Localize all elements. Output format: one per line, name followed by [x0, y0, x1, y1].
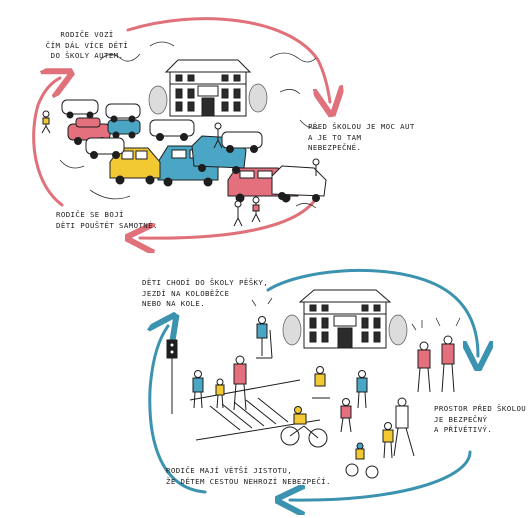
top-arrow-left [32, 78, 62, 207]
kid-bicycle-small [345, 442, 379, 479]
top-school-building [164, 59, 252, 117]
child-yellow [215, 378, 225, 409]
car-white-5 [271, 165, 327, 202]
car-white-3 [149, 119, 195, 141]
top-motion-lines [59, 41, 319, 209]
bottom-arrow-left [150, 326, 207, 494]
person-bottom-2 [251, 196, 261, 223]
teen-right-2 [441, 335, 455, 393]
adult-walking [393, 397, 415, 457]
traffic-light [166, 339, 178, 414]
child-blue-hood [192, 370, 204, 409]
car-white-4 [85, 137, 125, 159]
bottom-sparkle-lines [251, 297, 461, 331]
bottom-caption-parents-confident: Rodiče mají větší jistotu, že dětem cest… [166, 466, 331, 486]
child-left [41, 110, 51, 134]
kid-scooter-yellow [312, 366, 330, 399]
top-trees [148, 83, 268, 115]
bottom-trees [282, 314, 408, 346]
top-cars-traffic [61, 99, 327, 203]
cyclist [280, 406, 328, 448]
scooter-rider [256, 316, 273, 359]
car-white-2 [105, 103, 141, 123]
top-pedestrians [41, 110, 320, 227]
bottom-caption-space-safe: Prostor před školou je bezpečný a přívět… [434, 404, 527, 434]
adult-pink-coat [233, 355, 247, 411]
bottom-arrow-upper [266, 268, 478, 356]
child-yellow-backpack [382, 422, 394, 459]
child-waving [340, 398, 352, 433]
bottom-caption-children-walk: Děti chodí do školy pěšky, jezdí na kolo… [142, 278, 269, 308]
bottom-arrow-lower [290, 450, 472, 500]
bottom-pedestrians [192, 316, 455, 479]
person-right [312, 158, 320, 176]
bottom-cycle-arrows [150, 268, 478, 500]
car-pink-left [67, 117, 111, 145]
bottom-school-building [298, 289, 392, 349]
car-yellow [109, 147, 161, 185]
teen-right-1 [417, 341, 431, 393]
person-bottom [233, 200, 243, 227]
top-caption-parents-afraid: Rodiče se bojí děti pouštět samotné. [56, 210, 158, 230]
crosswalk [189, 379, 321, 441]
car-white-1 [61, 99, 99, 119]
top-caption-parents-drive: Rodiče vozí čím dál více dětí do školy a… [45, 30, 129, 60]
top-caption-too-many-cars: Před školou je moc aut a je to tam nebez… [308, 122, 415, 152]
car-white-6 [221, 131, 263, 153]
child-cap [356, 370, 368, 409]
person-mid [213, 122, 223, 149]
car-blue-small [107, 119, 141, 139]
top-arrow-upper [126, 17, 330, 102]
